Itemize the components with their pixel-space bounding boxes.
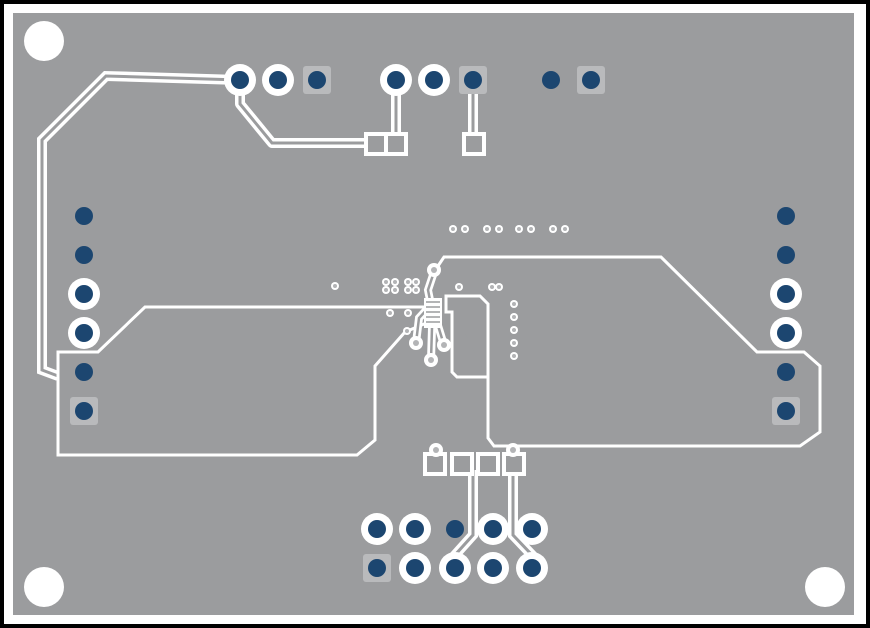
right-header-pin-6 (772, 397, 800, 425)
mounting-holes (24, 21, 845, 607)
mounting-hole-bottom-left (24, 567, 64, 607)
top-header-pin-4 (380, 64, 412, 96)
small-via (527, 225, 535, 233)
small-via (510, 300, 518, 308)
smd-pad-2 (384, 132, 408, 156)
small-via (495, 283, 503, 291)
small-via (449, 225, 457, 233)
right-header-pin-2 (777, 246, 795, 264)
left-header-pin-4 (68, 317, 100, 349)
small-via (404, 309, 412, 317)
bottom-header-pin-top-3 (446, 520, 464, 538)
small-via (510, 313, 518, 321)
left-header-pin-2 (75, 246, 93, 264)
bottom-header-pin-bottom-4 (477, 552, 509, 584)
left-header-pin-1 (75, 207, 93, 225)
small-via (391, 278, 399, 286)
header-pins (68, 64, 802, 584)
top-header-pin-8 (577, 66, 605, 94)
small-via (412, 278, 420, 286)
smd-pad-5 (450, 452, 474, 476)
ic-pad-area (424, 298, 442, 328)
top-header-pin-1 (224, 64, 256, 96)
bottom-header-pin-bottom-5 (516, 552, 548, 584)
bottom-header-pin-bottom-3 (439, 552, 471, 584)
small-vias (331, 225, 569, 457)
small-via (510, 339, 518, 347)
right-header-pin-3 (770, 278, 802, 310)
small-via (561, 225, 569, 233)
bottom-header-pin-top-4 (477, 513, 509, 545)
bottom-header-pin-bottom-2 (399, 552, 431, 584)
small-via (403, 327, 411, 335)
trace-via (409, 336, 423, 350)
small-via (483, 225, 491, 233)
smd-pad-3 (462, 132, 486, 156)
trace-via (437, 338, 451, 352)
trace-via (424, 353, 438, 367)
small-via (495, 225, 503, 233)
small-via (510, 326, 518, 334)
mounting-hole-bottom-right (805, 567, 845, 607)
small-via (386, 309, 394, 317)
left-header-pin-6 (70, 397, 98, 425)
trace-via (506, 443, 520, 457)
right-header-pin-5 (777, 363, 795, 381)
top-header-pin-2 (262, 64, 294, 96)
bottom-header-pin-top-1 (361, 513, 393, 545)
top-header-pin-3 (303, 66, 331, 94)
smd-pad-4 (423, 452, 447, 476)
trace-via (427, 263, 441, 277)
small-via (331, 282, 339, 290)
small-via (404, 286, 412, 294)
small-via (461, 225, 469, 233)
left-header-pin-3 (68, 278, 100, 310)
right-header-pin-1 (777, 207, 795, 225)
small-via (455, 283, 463, 291)
mounting-hole-top-left (24, 21, 64, 61)
small-via (391, 286, 399, 294)
small-via (510, 352, 518, 360)
right-header-pin-4 (770, 317, 802, 349)
top-header-pin-7 (542, 71, 560, 89)
bottom-header-pin-top-5 (516, 513, 548, 545)
small-via (515, 225, 523, 233)
bottom-header-pin-bottom-1 (363, 554, 391, 582)
small-via (404, 278, 412, 286)
smd-pad-6 (476, 452, 500, 476)
small-via (382, 278, 390, 286)
left-header-pin-5 (75, 363, 93, 381)
bottom-header-pin-top-2 (399, 513, 431, 545)
trace-via (429, 443, 443, 457)
top-header-pin-6 (459, 66, 487, 94)
small-via (488, 283, 496, 291)
left-loop-trace (37, 70, 241, 381)
small-via (549, 225, 557, 233)
right-copper-zone (432, 255, 822, 448)
top-header-pin-5 (418, 64, 450, 96)
smd-pads (364, 132, 526, 476)
small-via (412, 286, 420, 294)
small-via (382, 286, 390, 294)
